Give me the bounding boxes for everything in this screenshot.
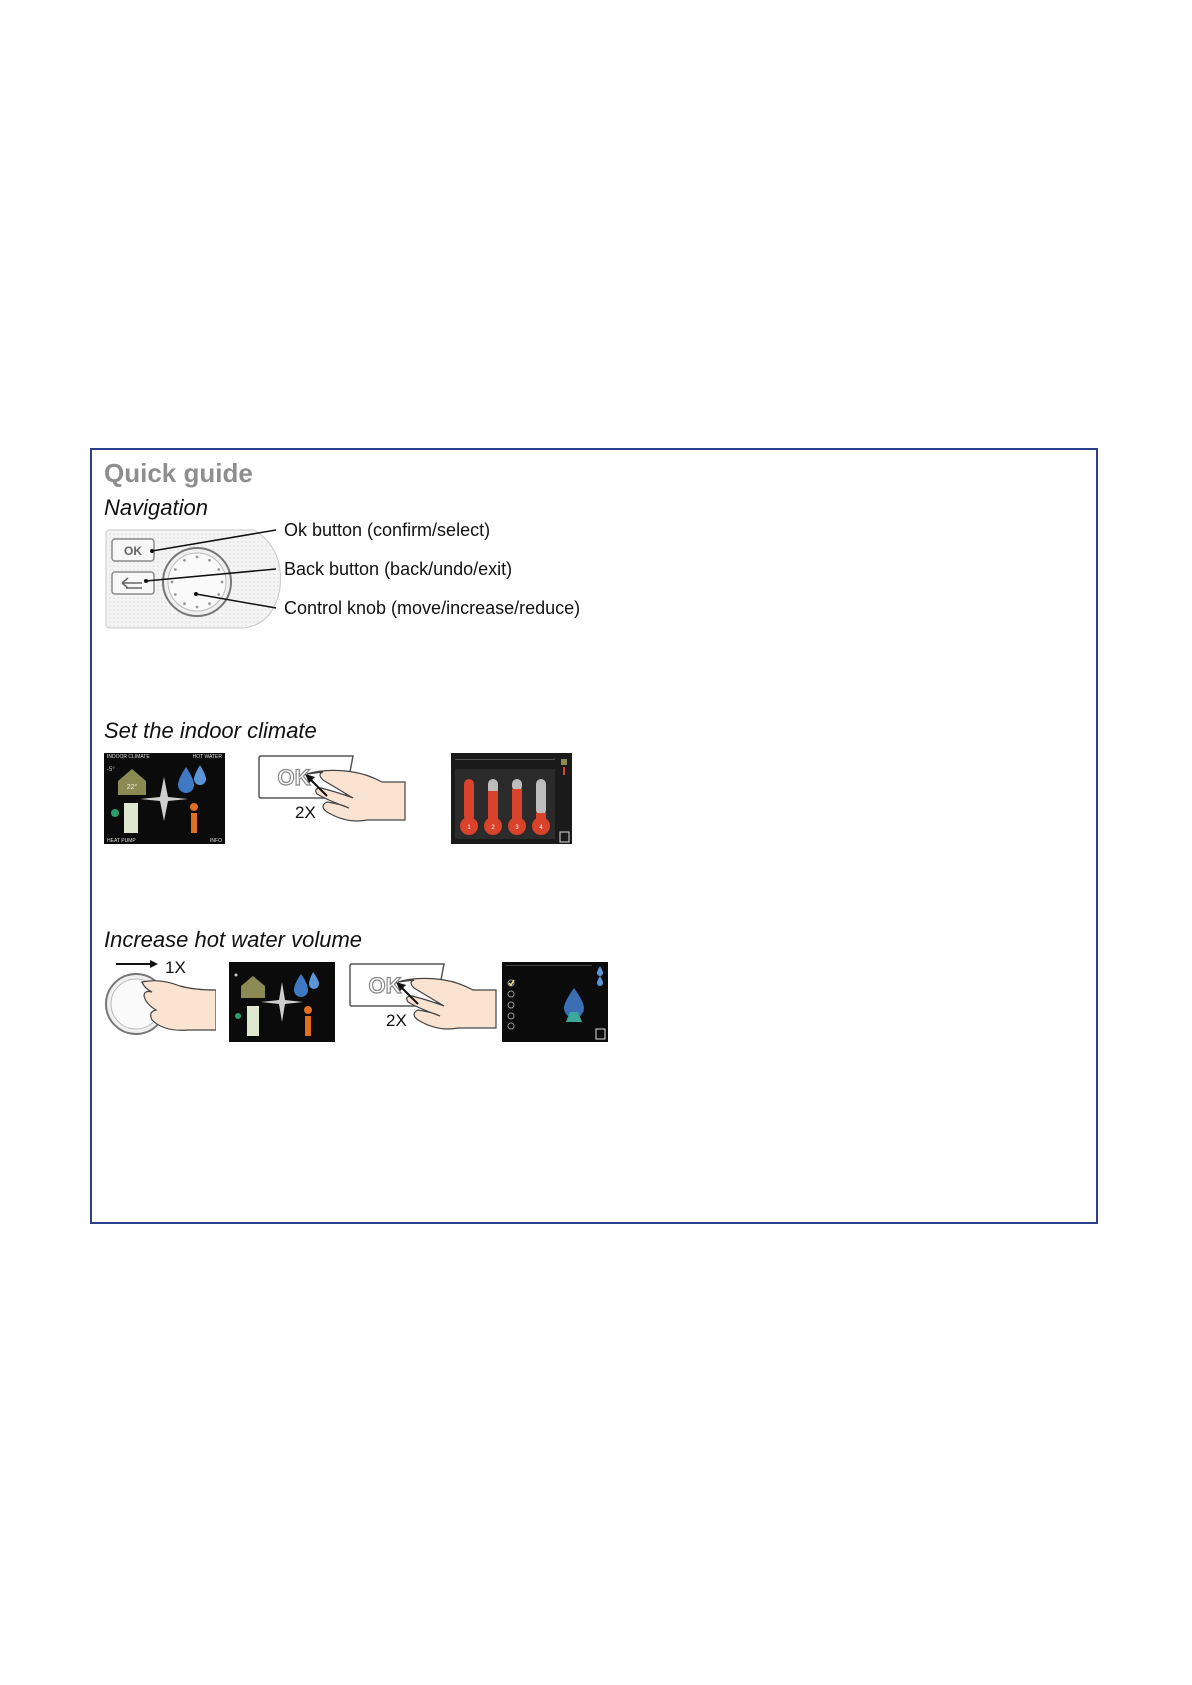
indoor-climate-screen-label: INDOOR CLIMATE	[107, 754, 150, 760]
heat-pump-screen-label: HEAT PUMP	[107, 838, 136, 844]
main-menu-screen-small	[229, 962, 335, 1042]
hot-water-screen	[502, 962, 608, 1042]
quick-guide-title: Quick guide	[104, 458, 253, 489]
turn-knob-illustration	[104, 960, 216, 1042]
navigation-heading: Navigation	[104, 495, 208, 521]
back-button-description: Back button (back/undo/exit)	[284, 559, 512, 580]
globe-icon	[111, 809, 119, 817]
house-small-icon	[561, 759, 567, 765]
ok-button[interactable]: OK	[112, 539, 154, 561]
heat-pump-icon-small	[247, 1006, 259, 1036]
press-ok-twice-illustration-1: OK	[257, 754, 407, 826]
turn-count: 1X	[165, 958, 186, 978]
hot-water-screen-label: HOT WATER	[193, 754, 223, 760]
heat-pump-icon	[124, 803, 138, 833]
globe-icon-small	[235, 1013, 241, 1019]
ok-button-description: Ok button (confirm/select)	[284, 520, 490, 541]
control-knob[interactable]	[163, 548, 231, 616]
indoor-climate-heading: Set the indoor climate	[104, 718, 317, 744]
back-button[interactable]	[112, 572, 154, 594]
ok-key-2-label: OK	[369, 973, 402, 998]
press-ok-twice-illustration-2: OK	[348, 962, 498, 1034]
hand-icon-2	[398, 978, 496, 1029]
turn-arrow-icon	[150, 960, 158, 968]
ok-button-label: OK	[124, 544, 142, 558]
info-icon	[190, 803, 198, 833]
ok-key-label: OK	[278, 765, 311, 790]
control-knob-description: Control knob (move/increase/reduce)	[284, 598, 580, 619]
hot-water-heading: Increase hot water volume	[104, 927, 362, 953]
hand-icon	[307, 770, 405, 821]
press-count-2: 2X	[386, 1011, 407, 1031]
main-menu-screen: INDOOR CLIMATE HOT WATER HEAT PUMP INFO …	[104, 753, 225, 844]
press-count-1: 2X	[295, 803, 316, 823]
info-icon-small	[304, 1006, 312, 1014]
info-screen-label: INFO	[210, 838, 222, 844]
thermometer-small-icon	[563, 767, 565, 775]
room-temp: 22°	[127, 783, 138, 791]
outdoor-temp: -5°	[107, 767, 115, 773]
temperature-screen: 1 2 3 4	[451, 753, 572, 844]
control-panel-illustration: OK	[104, 528, 284, 632]
